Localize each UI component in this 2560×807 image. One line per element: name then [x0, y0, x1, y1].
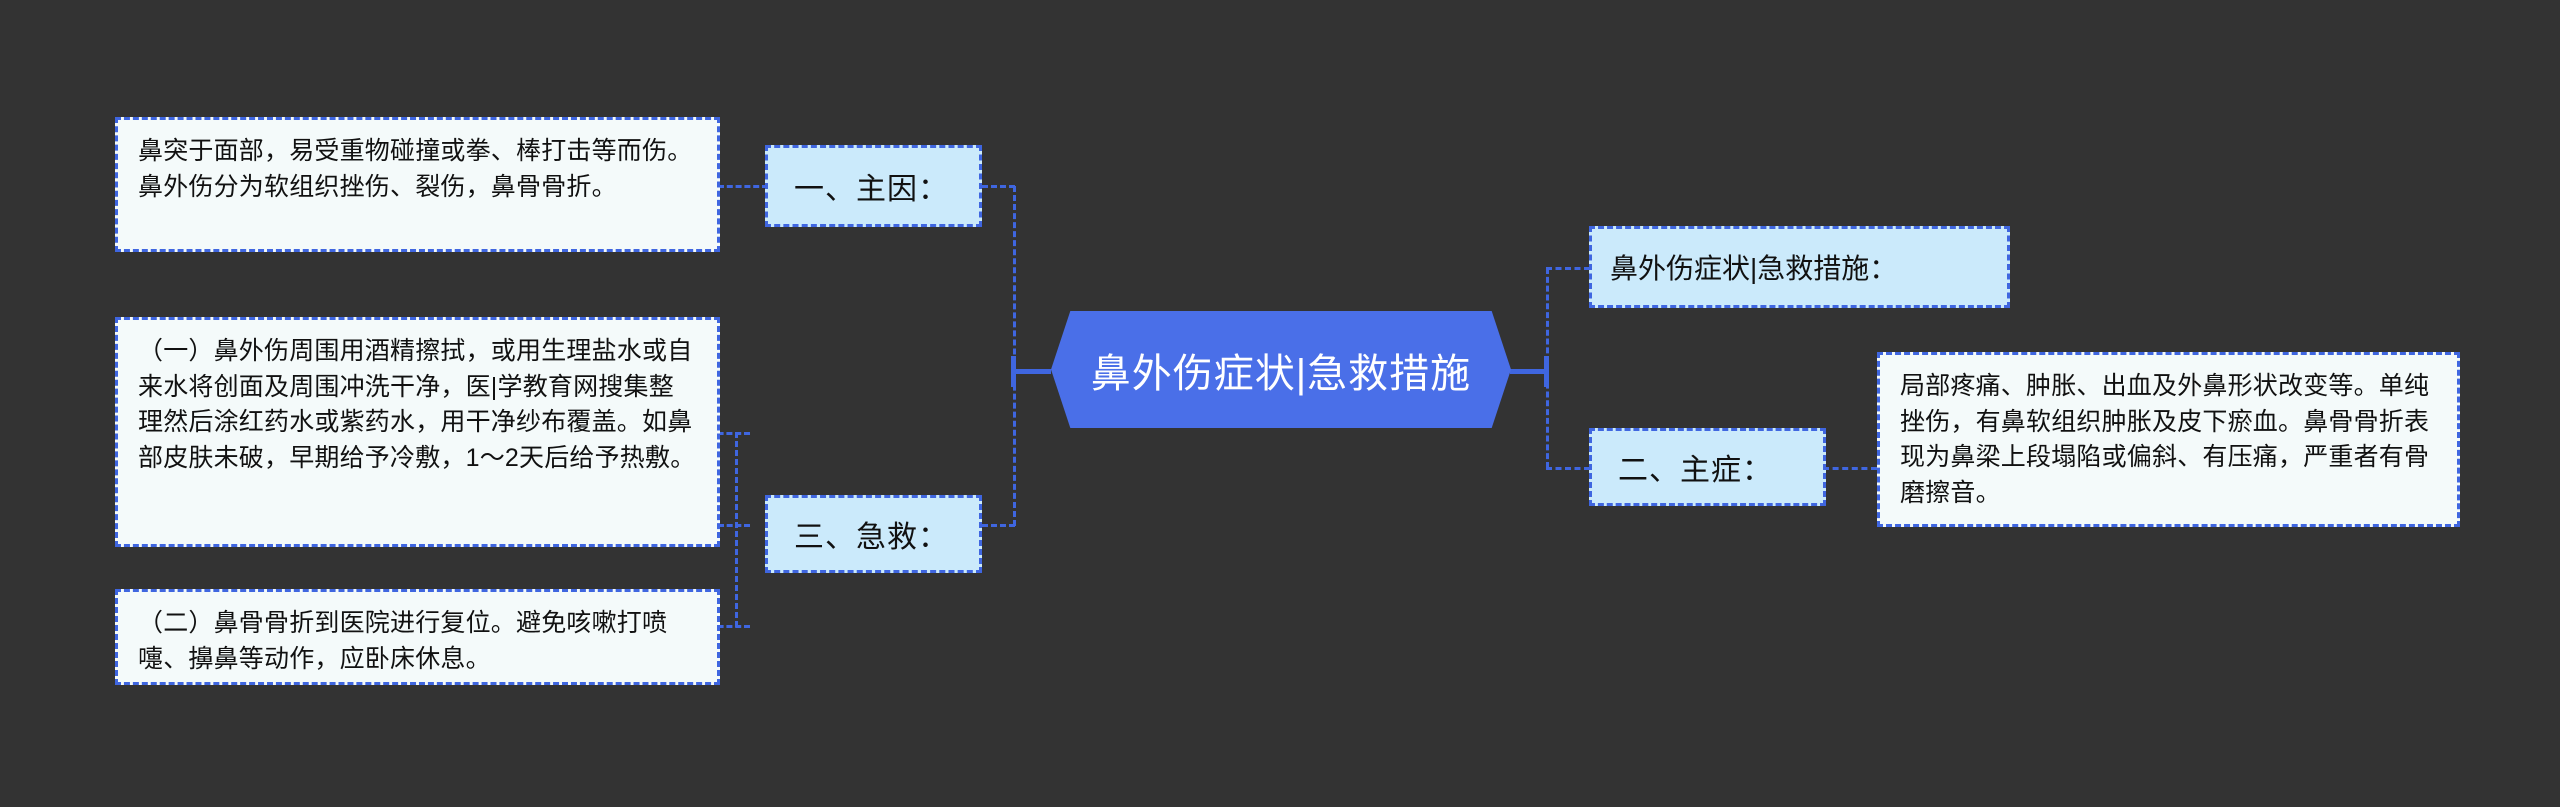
branch-node-symptoms[interactable]: 鼻外伤症状|急救措施： [1589, 226, 2010, 308]
connector-root-left-stub [1013, 369, 1051, 374]
connector-jijiu-stub [718, 524, 750, 527]
connector-to-branch-zhuzheng [1546, 467, 1590, 470]
connector-to-branch-symptoms [1546, 267, 1590, 270]
connector-to-branch-zhuyin [955, 185, 1015, 188]
branch-node-jijiu[interactable]: 三、急救： [765, 495, 982, 573]
connector-root-right-stub [1510, 369, 1548, 374]
leaf-text: （二）鼻骨骨折到医院进行复位。避免咳嗽打喷嚏、擤鼻等动作，应卧床休息。 [138, 609, 668, 673]
branch-label: 一、主因： [794, 173, 949, 206]
branch-label: 二、主症： [1618, 454, 1773, 487]
leaf-text: （一）鼻外伤周围用酒精擦拭，或用生理盐水或自来水将创面及周围冲洗干净，医|学教育… [138, 337, 696, 472]
leaf-node-jijiu-2[interactable]: （二）鼻骨骨折到医院进行复位。避免咳嗽打喷嚏、擤鼻等动作，应卧床休息。 [115, 589, 720, 685]
connector-jijiu-to-leaf2 [700, 625, 750, 628]
branch-node-zhuyin[interactable]: 一、主因： [765, 145, 982, 227]
connector-jijiu-fan [735, 432, 738, 627]
root-label: 鼻外伤症状|急救措施 [1090, 351, 1472, 396]
branch-label: 三、急救： [794, 521, 949, 554]
connector-jijiu-to-leaf1 [700, 432, 750, 435]
connector-zhuzheng-to-leaf [1823, 467, 1877, 470]
connector-root-left-cap [1011, 356, 1016, 387]
root-node[interactable]: 鼻外伤症状|急救措施 [1051, 311, 1511, 428]
branch-node-zhuzheng[interactable]: 二、主症： [1589, 428, 1826, 506]
connector-root-right-cap [1544, 356, 1549, 387]
leaf-text: 鼻突于面部，易受重物碰撞或拳、棒打击等而伤。鼻外伤分为软组织挫伤、裂伤，鼻骨骨折… [138, 137, 693, 201]
branch-label: 鼻外伤症状|急救措施： [1610, 253, 1898, 284]
leaf-text: 局部疼痛、肿胀、出血及外鼻形状改变等。单纯挫伤，有鼻软组织肿胀及皮下瘀血。鼻骨骨… [1900, 372, 2430, 507]
connector-zhuyin-to-leaf1 [718, 185, 768, 188]
connector-to-branch-jijiu [955, 524, 1015, 527]
leaf-node-zhuzheng-1[interactable]: 局部疼痛、肿胀、出血及外鼻形状改变等。单纯挫伤，有鼻软组织肿胀及皮下瘀血。鼻骨骨… [1877, 352, 2460, 527]
leaf-node-jijiu-1[interactable]: （一）鼻外伤周围用酒精擦拭，或用生理盐水或自来水将创面及周围冲洗干净，医|学教育… [115, 317, 720, 547]
leaf-node-zhuyin-1[interactable]: 鼻突于面部，易受重物碰撞或拳、棒打击等而伤。鼻外伤分为软组织挫伤、裂伤，鼻骨骨折… [115, 117, 720, 252]
